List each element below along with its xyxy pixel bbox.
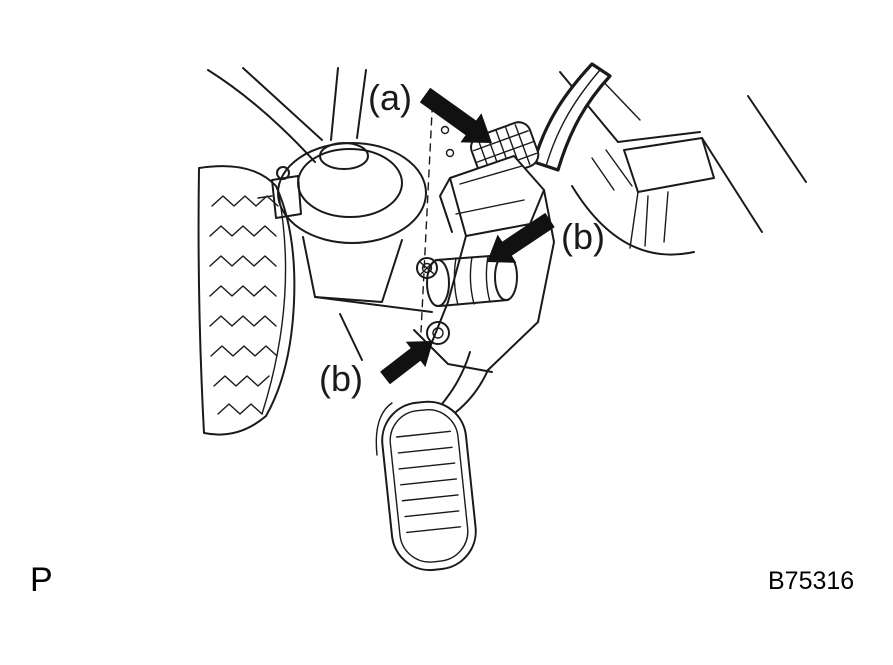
steering-column-boot — [257, 67, 427, 303]
pedal-sensor-connector — [439, 121, 545, 237]
callout-label-b-upper: (b) — [561, 216, 605, 257]
body-panel-right — [559, 71, 807, 256]
tire — [197, 165, 296, 436]
floor-panel-lines — [314, 91, 455, 361]
callout-arrow-b-upper-icon — [487, 212, 555, 263]
callout-arrow-b-lower-icon — [380, 341, 433, 385]
callout-label-b-lower: (b) — [319, 358, 363, 399]
figure-code: B75316 — [768, 567, 854, 595]
wire-harness — [532, 62, 612, 172]
callout-label-a: (a) — [368, 77, 412, 118]
accelerator-pedal-pad — [381, 400, 477, 572]
mounting-bolt-upper — [416, 257, 438, 279]
callout-arrow-a-icon — [419, 87, 492, 143]
body-panel-left — [207, 67, 323, 163]
page-corner-mark: P — [30, 561, 53, 599]
